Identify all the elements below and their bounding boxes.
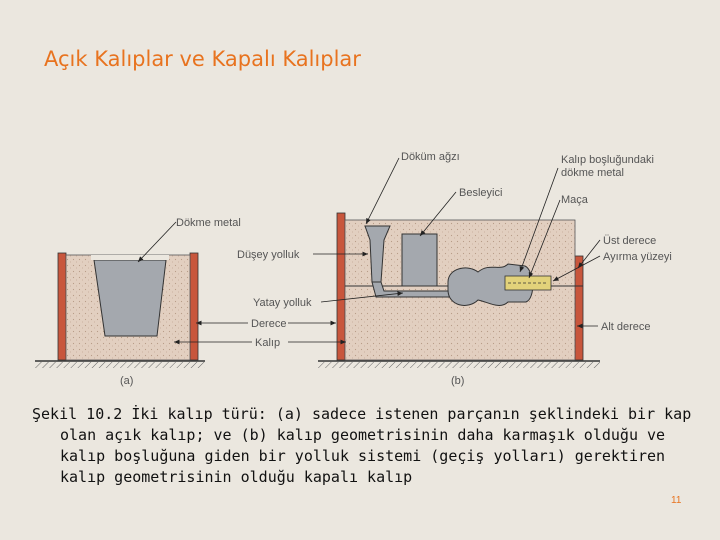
label-besleyici: Besleyici bbox=[459, 187, 502, 199]
caption-line: kalıp boşluğuna giden bir yolluk sistemi… bbox=[60, 447, 666, 465]
casting-mold-figure: Dökme metal Döküm ağzı Kalıp boşluğundak… bbox=[35, 151, 672, 387]
label-dokme-metal: Dökme metal bbox=[176, 217, 241, 229]
label-dokum-agzi: Döküm ağzı bbox=[401, 151, 460, 163]
label-kalip-boslugundaki: Kalıp boşluğundaki bbox=[561, 154, 654, 166]
caption-line: kalıp geometrisinin olduğu kapalı kalıp bbox=[60, 468, 413, 486]
closed-mold bbox=[336, 212, 584, 361]
ground-line bbox=[35, 360, 600, 368]
label-sub-b: (b) bbox=[451, 375, 464, 387]
caption-line: Şekil 10.2 İki kalıp türü: (a) sadece is… bbox=[32, 405, 692, 423]
label-kalip: Kalıp bbox=[255, 337, 280, 349]
label-alt-derece: Alt derece bbox=[601, 321, 651, 333]
label-derece: Derece bbox=[251, 318, 286, 330]
label-sub-a: (a) bbox=[120, 375, 133, 387]
caption-line: olan açık kalıp; ve (b) kalıp geometrisi… bbox=[60, 426, 666, 444]
label-ust-derece: Üst derece bbox=[603, 235, 656, 247]
figure-caption: Şekil 10.2 İki kalıp türü: (a) sadece is… bbox=[32, 404, 692, 488]
label-dusey-yolluk: Düşey yolluk bbox=[237, 249, 300, 261]
slide-title: Açık Kalıplar ve Kapalı Kalıplar bbox=[44, 47, 361, 71]
figure-labels bbox=[137, 157, 601, 345]
open-mold bbox=[57, 252, 199, 361]
label-yatay-yolluk: Yatay yolluk bbox=[253, 297, 312, 309]
label-maca: Maça bbox=[561, 194, 589, 206]
page-number: 11 bbox=[671, 495, 682, 506]
label-dokme-metal-2: dökme metal bbox=[561, 167, 624, 179]
label-ayirma-yuzeyi: Ayırma yüzeyi bbox=[603, 251, 672, 263]
figure-label-text: Dökme metal Döküm ağzı Kalıp boşluğundak… bbox=[120, 151, 672, 387]
